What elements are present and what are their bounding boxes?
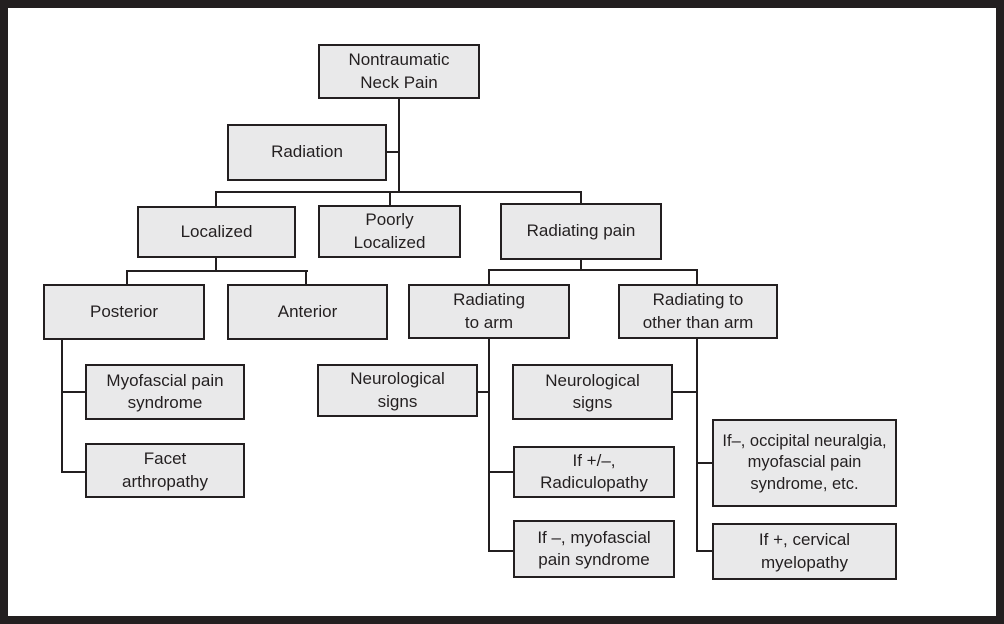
connector-to-posterior xyxy=(126,270,128,285)
connector-branch2-h xyxy=(126,270,308,272)
connector-root-down xyxy=(398,99,400,192)
connector-to-poorly xyxy=(389,191,391,206)
connector-localized-down xyxy=(215,257,217,272)
node-facet-arthropathy: Facet arthropathy xyxy=(85,443,245,498)
node-neurological-signs-other: Neurological signs xyxy=(512,364,673,420)
connector-toarm-rail xyxy=(488,338,490,552)
connector-radpain-down xyxy=(580,259,582,271)
connector-radiation-stub xyxy=(387,151,400,153)
connector-to-other xyxy=(696,269,698,285)
connector-to-facet xyxy=(61,471,87,473)
connector-branch3-h xyxy=(488,269,698,271)
connector-neuro1-stub xyxy=(477,391,490,393)
node-if-pos-cervical: If +, cervical myelopathy xyxy=(712,523,897,580)
connector-to-anterior xyxy=(305,270,307,285)
connector-posterior-rail xyxy=(61,339,63,473)
connector-to-toarm xyxy=(488,269,490,285)
node-radiating-to-arm: Radiating to arm xyxy=(408,284,570,339)
connector-to-localized xyxy=(215,191,217,207)
connector-to-radpain xyxy=(580,191,582,204)
node-radiculopathy: If +/–, Radiculopathy xyxy=(513,446,675,498)
node-myofascial-pain-syndrome: Myofascial pain syndrome xyxy=(85,364,245,420)
node-radiating-other-than-arm: Radiating to other than arm xyxy=(618,284,778,339)
connector-to-myofascial xyxy=(61,391,87,393)
node-if-neg-myofascial: If –, myofascial pain syndrome xyxy=(513,520,675,578)
connector-to-cervical xyxy=(696,550,714,552)
node-if-neg-occipital: If–, occipital neuralgia, myofascial pai… xyxy=(712,419,897,507)
node-radiating-pain: Radiating pain xyxy=(500,203,662,260)
node-anterior: Anterior xyxy=(227,284,388,340)
node-poorly-localized: Poorly Localized xyxy=(318,205,461,258)
node-neurological-signs-arm: Neurological signs xyxy=(317,364,478,417)
connector-to-ifnegmyo xyxy=(488,550,515,552)
node-nontraumatic-neck-pain: Nontraumatic Neck Pain xyxy=(318,44,480,99)
node-localized: Localized xyxy=(137,206,296,258)
connector-to-occipital xyxy=(696,462,714,464)
connector-branch1-h xyxy=(215,191,582,193)
connector-other-rail xyxy=(696,338,698,552)
connector-to-radiculo xyxy=(488,471,515,473)
connector-neuro2-stub xyxy=(672,391,698,393)
node-radiation: Radiation xyxy=(227,124,387,181)
node-posterior: Posterior xyxy=(43,284,205,340)
